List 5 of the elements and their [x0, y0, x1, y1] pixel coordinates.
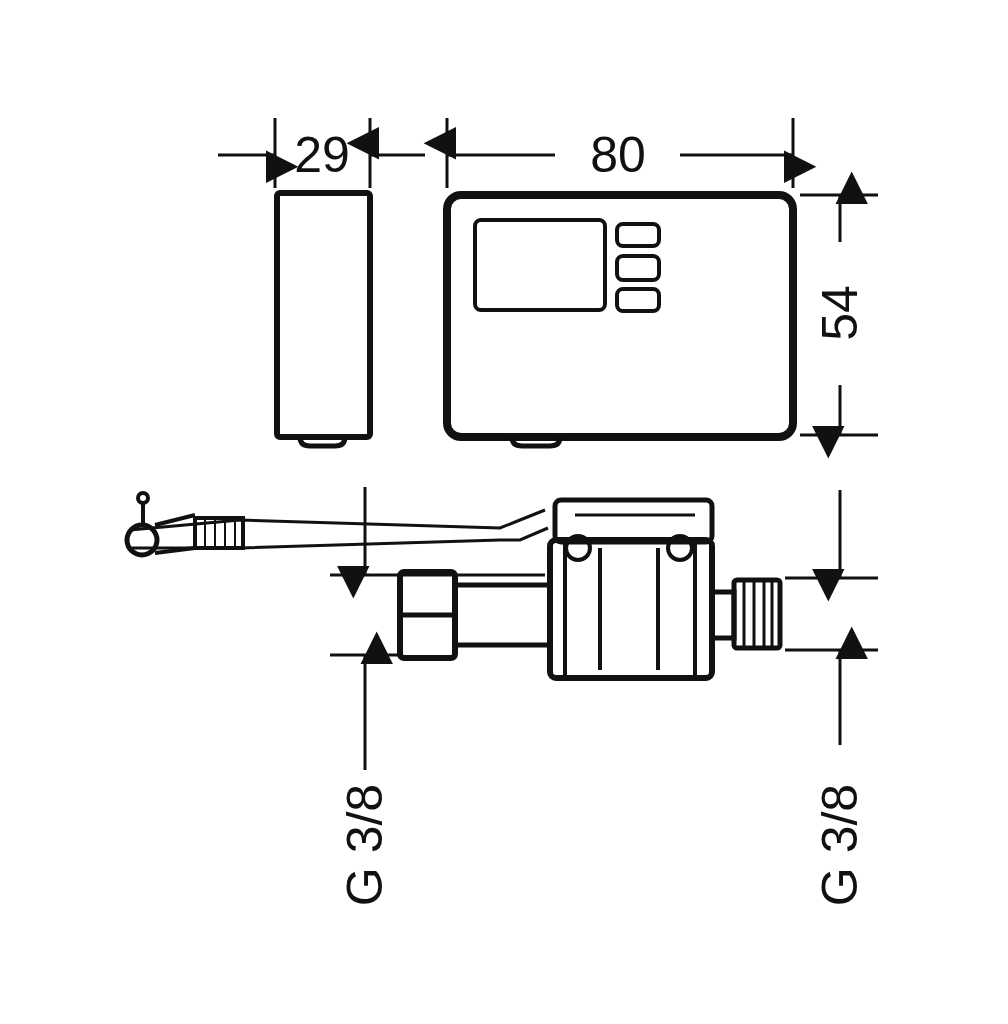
dimension-value: 29: [294, 130, 350, 180]
dimension-value: G 3/8: [815, 783, 865, 907]
dimension-value: 54: [815, 285, 865, 341]
dimension-value: 80: [590, 130, 646, 180]
dimension-value: G 3/8: [340, 783, 390, 907]
